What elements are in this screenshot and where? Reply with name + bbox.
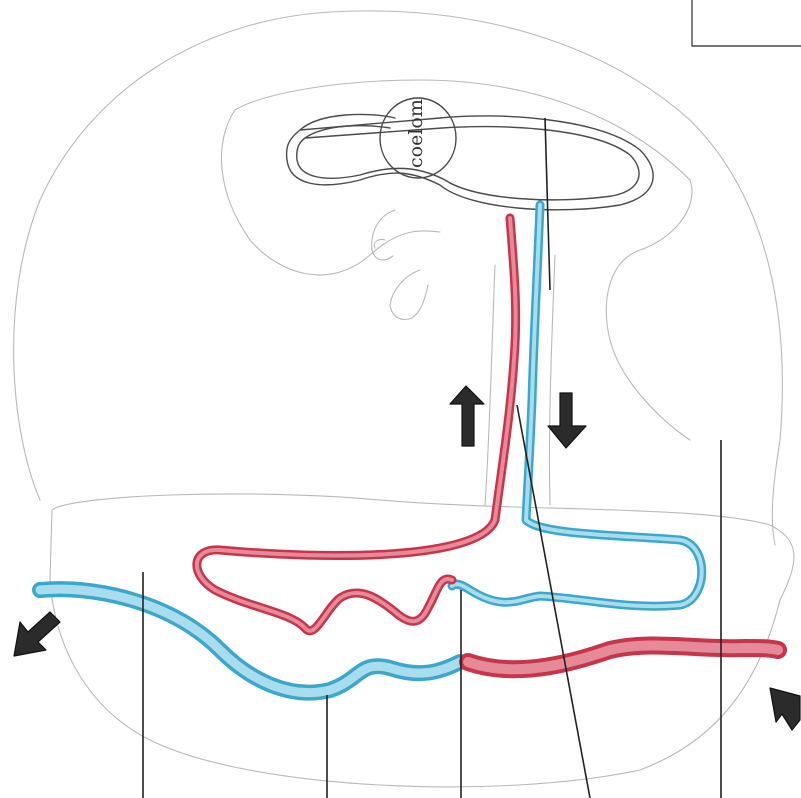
forelimb-bud	[372, 210, 395, 260]
sinus-terminalis-artery-fill	[468, 645, 778, 669]
arrow-down-icon	[548, 393, 586, 448]
stalk-wall-right	[549, 255, 555, 505]
arrow-up-left-icon	[770, 688, 800, 730]
outer-membrane	[14, 11, 783, 545]
coelom-label: coelom	[405, 99, 427, 168]
label-box	[692, 0, 801, 46]
stalk-wall-left	[485, 265, 495, 505]
coelom-inner	[297, 126, 639, 200]
arrow-up-icon	[450, 386, 484, 446]
arrow-down-left-icon	[14, 612, 60, 656]
leader-line-6	[545, 118, 550, 290]
coelom-cavity	[287, 114, 654, 209]
hindlimb-bud	[390, 270, 428, 319]
embryo-body	[235, 80, 692, 440]
